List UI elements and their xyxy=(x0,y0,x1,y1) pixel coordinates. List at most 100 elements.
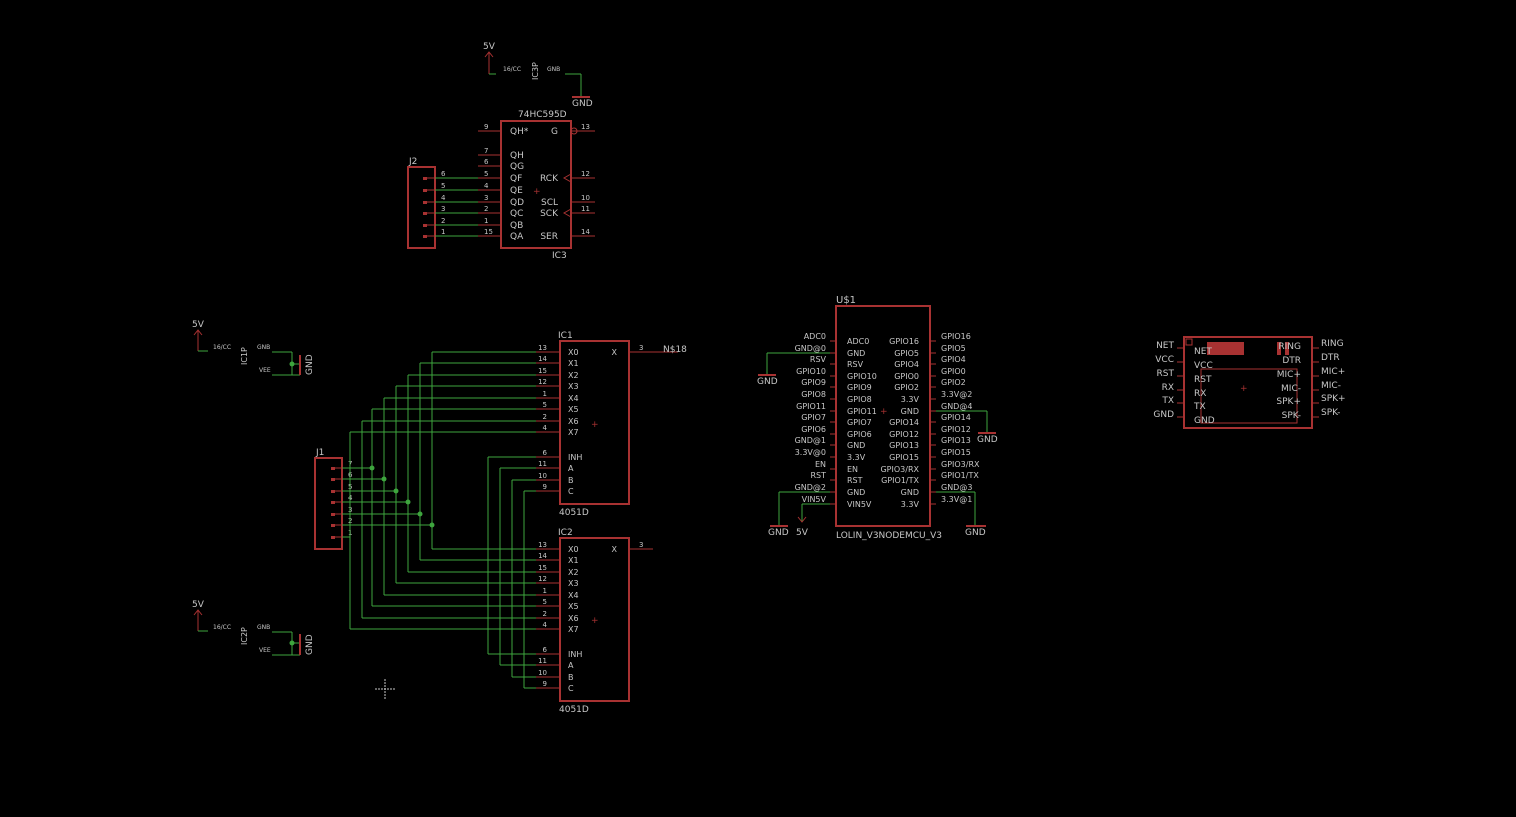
ic1-pin-label: X xyxy=(612,348,618,357)
ic1-pin-number: 2 xyxy=(543,413,547,421)
u1-right-inner-label: GPIO0 xyxy=(894,372,919,381)
u1-right-inner-label: GND xyxy=(901,407,919,416)
u1-right-outer-label: GPIO1/TX xyxy=(941,471,979,480)
u1-right-outer-label: GPIO13 xyxy=(941,436,971,445)
ic3-pin-label: QF xyxy=(510,174,522,184)
j2-pin-number: 3 xyxy=(441,205,445,213)
j1-body[interactable] xyxy=(314,457,343,550)
ic2-pin-number: 4 xyxy=(543,621,548,629)
gsm-right-outer-label: SPK- xyxy=(1321,408,1340,418)
ic1p-gnd-label: GND xyxy=(305,354,315,375)
gsm-right-outer-label: MIC- xyxy=(1321,381,1341,391)
u1-right-inner-label: GPIO5 xyxy=(894,349,919,358)
ic1-pin-number: 9 xyxy=(543,483,547,491)
ic2-body[interactable] xyxy=(559,537,630,702)
j2-pin-number: 6 xyxy=(441,170,446,178)
ic3p-power[interactable]: 5V 16/CC GNB IC3P GND xyxy=(483,42,593,109)
u1-value: LOLIN_V3NODEMCU_V3 xyxy=(836,531,942,541)
net-junction xyxy=(393,488,399,494)
ic1-pin-number: 6 xyxy=(543,449,548,457)
ic2-pin-label: B xyxy=(568,673,574,682)
ic2-pin-label: X xyxy=(612,545,618,554)
u1-left-outer-label: GPIO10 xyxy=(796,367,826,376)
u1-right-inner-label: 3.3V xyxy=(901,395,920,404)
ic1-pin-label: X6 xyxy=(568,417,579,426)
j2-body[interactable] xyxy=(407,166,436,249)
ic1-pin-number: 1 xyxy=(543,390,547,398)
j1-pin-contact xyxy=(331,490,335,493)
ic3-name: IC3 xyxy=(552,251,567,261)
u1-gnd-right: GND xyxy=(977,435,998,445)
u1-right-inner-label: GPIO2 xyxy=(894,383,919,392)
ic3p-supply-label: 5V xyxy=(483,42,496,52)
gsm-module[interactable]: + NETNETVCCVCCRSTRSTRXRXTXTXGNDGNDRINGRI… xyxy=(1153,336,1346,429)
ic3-pin-number: 10 xyxy=(581,194,590,202)
u1-left-inner-label: 3.3V xyxy=(847,453,866,462)
gsm-right-outer-label: SPK+ xyxy=(1321,394,1346,404)
ic2-pin-label: X5 xyxy=(568,602,579,611)
u1-left-outer-label: GPIO7 xyxy=(801,413,826,422)
j2-pin-number: 1 xyxy=(441,228,445,236)
gsm-left-inner-label: RST xyxy=(1194,375,1212,385)
u1-right-inner-label: GPIO12 xyxy=(889,430,919,439)
ic2p-power[interactable]: 5V 16/CC GNB VEE IC2P GND xyxy=(192,600,315,656)
u1-right-inner-label: GPIO14 xyxy=(889,418,919,427)
u1-right-inner-label: GPIO13 xyxy=(889,441,919,450)
j2-pin-contact xyxy=(423,177,427,180)
ic1p-vee-pin: VEE xyxy=(259,367,271,374)
j2-pin-contact xyxy=(423,212,427,215)
j1-name: J1 xyxy=(315,448,324,458)
gsm-left-outer-label: GND xyxy=(1153,410,1174,420)
ic3-body[interactable] xyxy=(500,120,572,249)
u1-left-inner-label: GND xyxy=(847,441,865,450)
ic1p-gnd-pin: GNB xyxy=(257,344,270,351)
u1-left-outer-label: GND@2 xyxy=(795,483,826,492)
u1-right-inner-label: GPIO3/RX xyxy=(880,465,919,474)
gsm-origin-mark: + xyxy=(1240,384,1248,394)
gsm-right-inner-label: RING xyxy=(1278,342,1301,352)
ic1p-power[interactable]: 5V 16/CC GNB VEE IC1P GND xyxy=(192,320,315,376)
u1-name: U$1 xyxy=(836,295,856,306)
ic3-pin-number: 12 xyxy=(581,170,590,178)
u1-left-outer-label: GPIO8 xyxy=(801,390,826,399)
u1-right-inner-label: GND xyxy=(901,488,919,497)
ic2-pin-number: 10 xyxy=(538,669,547,677)
net-junction xyxy=(417,511,423,517)
ic2-pin-label: X0 xyxy=(568,545,579,554)
ic1-value: 4051D xyxy=(559,508,589,518)
net-junction xyxy=(405,499,411,505)
gsm-left-inner-label: GND xyxy=(1194,416,1215,426)
nodemcu-module[interactable]: U$1 LOLIN_V3NODEMCU_V3 + ADC0ADC0GND@0GN… xyxy=(757,295,998,541)
u1-right-inner-label: GPIO16 xyxy=(889,337,919,346)
ic1p-name: IC1P xyxy=(240,347,249,365)
ic1-pin-label: C xyxy=(568,487,574,496)
ic3p-gnd-pin: GNB xyxy=(547,66,560,73)
u1-right-outer-label: GPIO15 xyxy=(941,448,971,457)
ic2-pin-number: 15 xyxy=(538,564,547,572)
ic2p-name: IC2P xyxy=(240,627,249,645)
u1-left-inner-label: ADC0 xyxy=(847,337,869,346)
ic3-sck-clock-mark xyxy=(562,208,572,218)
ic1-pin-label: X5 xyxy=(568,405,579,414)
j2-name: J2 xyxy=(408,157,417,167)
gsm-body[interactable] xyxy=(1183,336,1313,429)
ic3-pin-number: 15 xyxy=(484,228,493,236)
ic3-pin-number: 6 xyxy=(484,158,489,166)
ic3-pin-number: 14 xyxy=(581,228,590,236)
u1-left-outer-label: GND@0 xyxy=(795,344,826,353)
ic1-pin-label: X3 xyxy=(568,382,579,391)
ic2-pin-label: C xyxy=(568,684,574,693)
net-junction xyxy=(381,476,387,482)
ic1-pin-number: 14 xyxy=(538,355,547,363)
ic1-body[interactable] xyxy=(559,340,630,505)
gsm-right-inner-label: MIC- xyxy=(1281,384,1301,394)
u1-body[interactable] xyxy=(835,305,931,527)
ic1-pin-number: 13 xyxy=(538,344,547,352)
ic2-pin-number: 3 xyxy=(639,541,643,549)
